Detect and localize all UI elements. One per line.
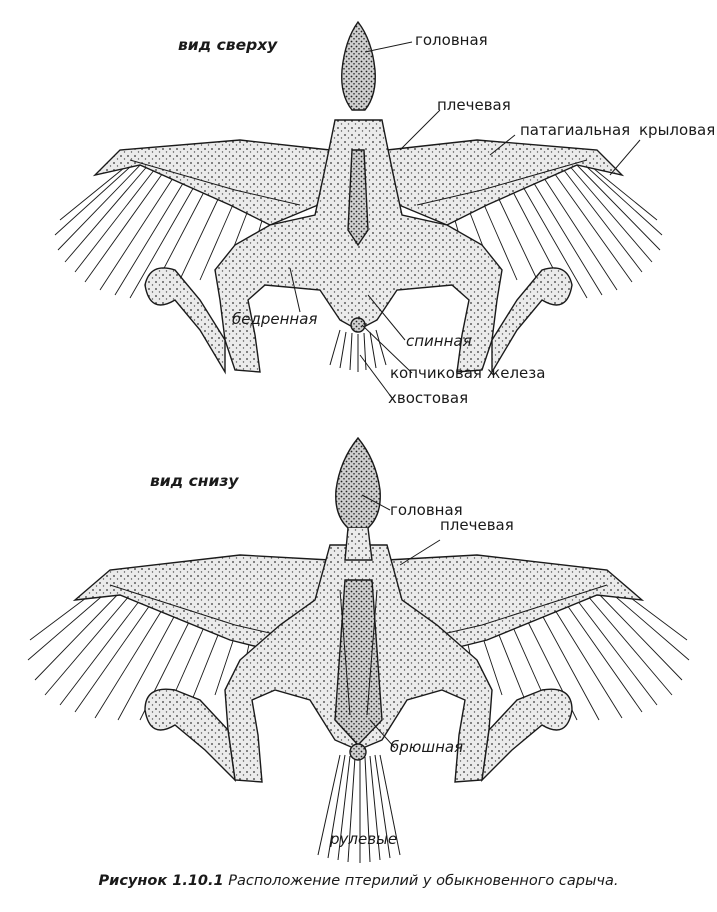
label-patagial-top: патагиальная — [520, 123, 630, 138]
figure-caption-text: Расположение птерилий у обыкновенного са… — [228, 873, 618, 889]
bottom-view-bird — [28, 438, 689, 863]
bottom-head — [336, 438, 381, 528]
top-view-bird — [55, 22, 662, 372]
label-femoral-top: бедренная — [232, 312, 317, 327]
label-uropygial-gland-top: копчиковая железа — [390, 366, 545, 381]
top-view-title: вид сверху — [178, 36, 277, 54]
bottom-left-foot — [145, 689, 235, 780]
top-spinal-tract — [348, 150, 368, 245]
label-caudal-top: хвостовая — [388, 391, 468, 406]
figure-number: Рисунок 1.10.1 — [99, 873, 224, 889]
top-uropygial-gland — [351, 318, 365, 332]
label-rectrices-bottom: рулевые — [330, 832, 397, 847]
bottom-view-title: вид снизу — [150, 472, 238, 490]
bottom-vent — [350, 744, 366, 760]
top-right-foot — [492, 268, 572, 372]
label-humeral-top: плечевая — [437, 98, 511, 113]
label-head-top: головная — [415, 33, 488, 48]
label-humeral-bottom: плечевая — [440, 518, 514, 533]
top-tail-feathers — [330, 330, 386, 372]
top-left-foot — [145, 268, 225, 372]
label-ventral-bottom: брюшная — [390, 740, 463, 755]
top-right-wing — [372, 140, 622, 225]
top-head — [342, 22, 376, 110]
label-wing-top: крыловая — [639, 123, 715, 138]
figure-caption: Рисунок 1.10.1 Расположение птерилий у о… — [0, 873, 717, 889]
bottom-right-foot — [482, 689, 572, 780]
label-spinal-top: спинная — [406, 334, 472, 349]
top-left-wing — [95, 140, 345, 225]
